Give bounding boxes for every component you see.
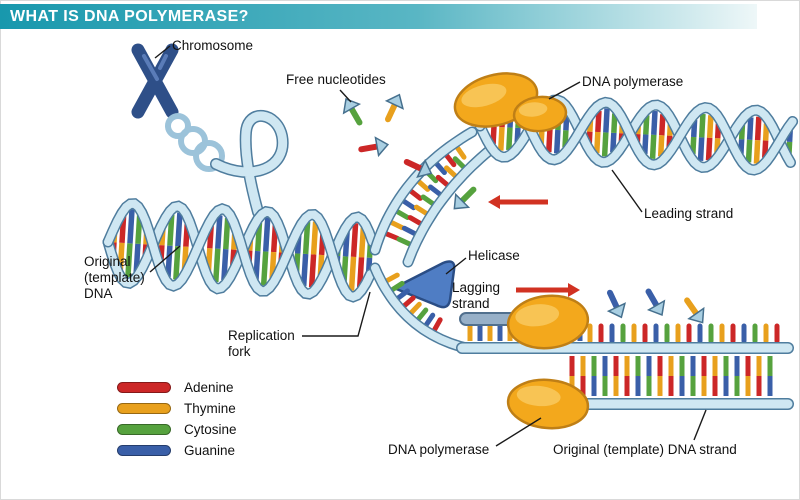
legend-swatch-thymine [117,403,171,414]
legend-swatch-adenine [117,382,171,393]
label-dna-polymerase-top: DNA polymerase [582,74,684,89]
legend-swatch-guanine [117,445,171,456]
label-dna-polymerase-bottom: DNA polymerase [388,442,490,457]
label-replication-fork: Replication fork [228,328,295,360]
legend-label-adenine: Adenine [184,380,234,395]
label-free-nucleotides: Free nucleotides [286,72,386,87]
label-chromosome: Chromosome [172,38,254,53]
legend-item-thymine: Thymine [117,398,237,419]
legend: Adenine Thymine Cytosine Guanine [117,377,237,461]
legend-label-cytosine: Cytosine [184,422,237,437]
label-lagging-strand: Lagging strand [452,280,501,312]
legend-item-adenine: Adenine [117,377,237,398]
legend-label-guanine: Guanine [184,443,236,458]
label-original-template-dna-strand: Original (template) DNA strand [553,442,737,457]
title-bar: WHAT IS DNA POLYMERASE? [0,4,757,29]
label-helicase: Helicase [468,248,520,263]
label-original-template-dna: Original (template) DNA [84,254,145,302]
legend-item-cytosine: Cytosine [117,419,237,440]
label-leading-strand: Leading strand [644,206,734,221]
page-title: WHAT IS DNA POLYMERASE? [10,8,249,25]
legend-swatch-cytosine [117,424,171,435]
legend-label-thymine: Thymine [184,401,236,416]
legend-item-guanine: Guanine [117,440,237,461]
